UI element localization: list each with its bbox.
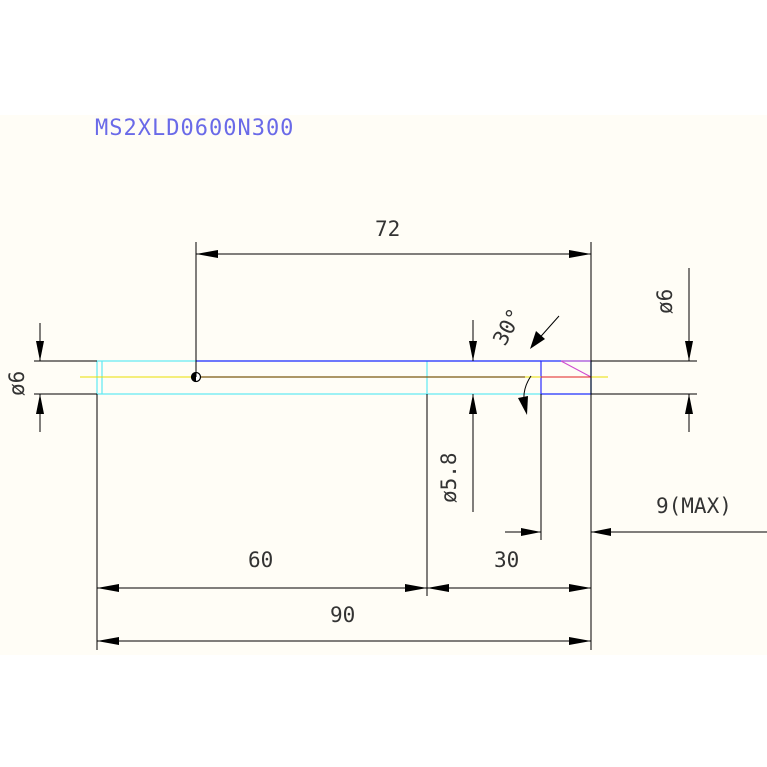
dimension-dia-right: ø6 (591, 268, 697, 432)
arrowhead (569, 250, 591, 258)
arrowhead (469, 394, 477, 414)
arrowhead (36, 394, 44, 414)
dim-text-60: 60 (248, 548, 273, 572)
arrowhead (569, 637, 591, 645)
dim-text-max: 9(MAX) (656, 494, 732, 518)
arrowhead (591, 528, 611, 536)
dimension-90: 90 (97, 540, 592, 650)
dim-text-72: 72 (375, 217, 400, 241)
dim-text-dia-right: ø6 (653, 289, 677, 314)
part-number-title: MS2XLD0600N300 (95, 116, 294, 141)
arrowhead (685, 394, 693, 414)
dimension-max: 9(MAX) (505, 394, 767, 540)
arrowhead (36, 341, 44, 361)
arrowhead (97, 584, 119, 592)
arrowhead (518, 396, 528, 415)
arrowhead (97, 637, 119, 645)
dim-text-90: 90 (330, 603, 355, 627)
dim-text-30: 30 (494, 548, 519, 572)
arrowhead (569, 584, 591, 592)
tip-chamfer-line (560, 360, 592, 378)
arrowhead (196, 250, 218, 258)
dimension-dia-left: ø6 (5, 323, 97, 432)
cross-hole-fill (191, 372, 196, 382)
arrowhead (469, 341, 477, 361)
pin-body (80, 360, 608, 395)
arrowhead (521, 528, 541, 536)
dim-text-dia-groove: ø5.8 (437, 452, 461, 503)
drawing-sheet (0, 115, 767, 655)
dimension-72: 72 (195, 217, 592, 540)
dimension-dia-groove: ø5.8 (437, 320, 477, 512)
arrowhead (530, 331, 545, 349)
arrowhead (427, 584, 449, 592)
dim-text-dia-left: ø6 (5, 371, 29, 396)
arrowhead (405, 584, 427, 592)
arrowhead (685, 341, 693, 361)
dimension-60-30: 60 30 (96, 394, 591, 650)
